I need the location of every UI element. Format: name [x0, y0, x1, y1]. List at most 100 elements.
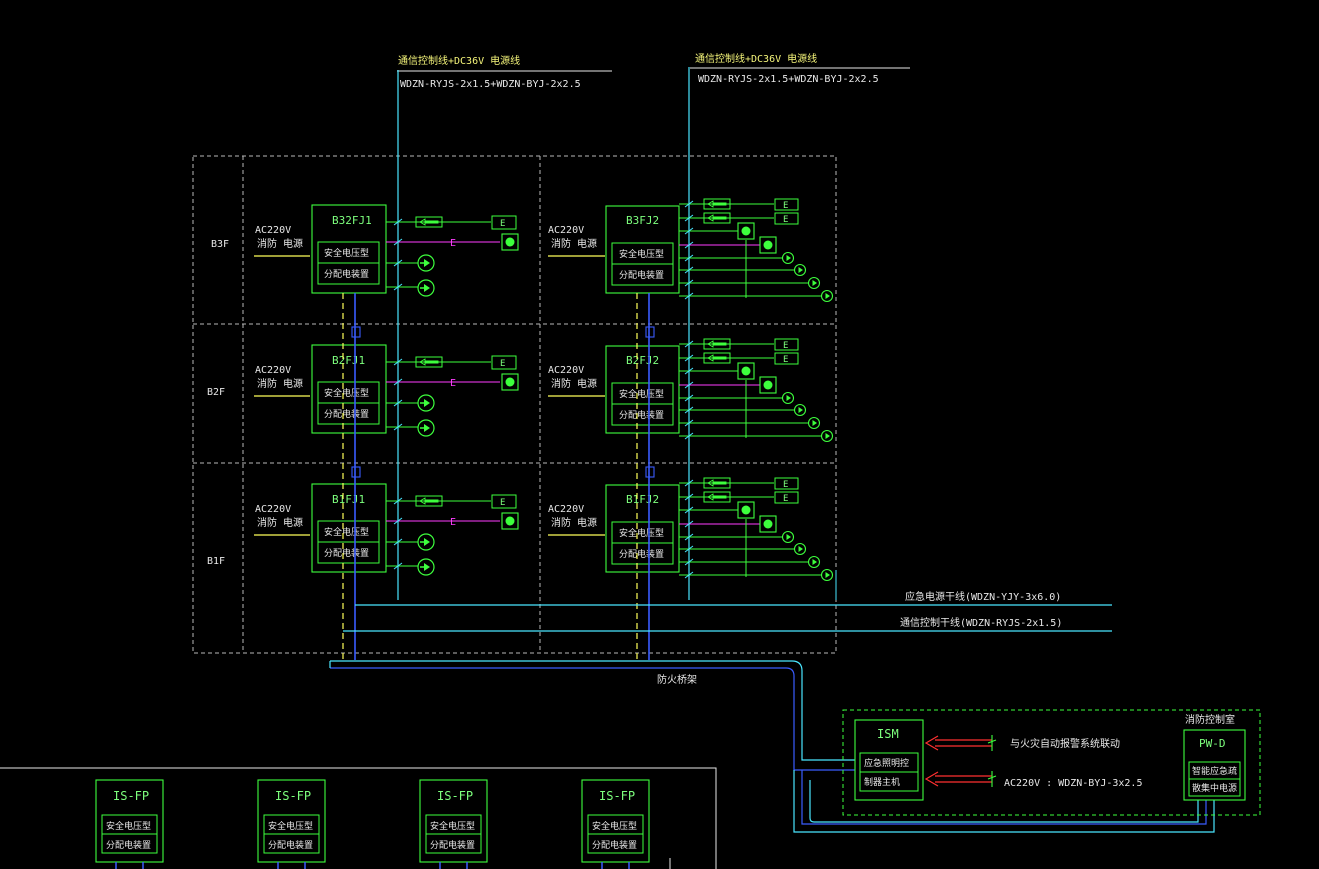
cabinet-frame [605, 345, 680, 434]
riser-slash [684, 200, 694, 208]
ism-name: ISM [877, 727, 899, 741]
isfp-frame [581, 779, 650, 863]
exit-sign-icon [774, 212, 799, 225]
cabinet-slot-1: 安全电压型 [324, 387, 369, 399]
top-cable-1-spec: WDZN-RYJS-2x1.5+WDZN-BYJ-2x2.5 [400, 79, 581, 90]
cabinet-slot-1: 安全电压型 [619, 248, 664, 260]
riser-joint [645, 466, 655, 478]
riser-slash [684, 227, 694, 235]
riser-slash [684, 545, 694, 553]
supply-text: AC220V : WDZN-BYJ-3x2.5 [1004, 778, 1142, 789]
cabinet-frame [605, 205, 680, 294]
isfp-row1: 安全电压型 [430, 820, 475, 832]
cabinet-frame [311, 483, 387, 573]
cabinet-name: B2FJ2 [626, 354, 659, 367]
trunk-lines: 应急电源干线(WDZN-YJY-3x6.0) 通信控制干线(WDZN-RYJS-… [343, 590, 1112, 632]
riser-slash [684, 254, 694, 262]
riser-slash [393, 378, 403, 386]
top-cable-1-title: 通信控制线+DC36V 电源线 [398, 54, 520, 67]
exit-sign-label: E [783, 201, 788, 211]
cabinet-name: B32FJ1 [332, 214, 372, 227]
riser-slash [393, 423, 403, 431]
tray-label: 防火桥架 [657, 673, 697, 686]
exit-sign-icon [491, 215, 517, 230]
isfp-row2: 分配电装置 [592, 839, 637, 851]
emergency-lamp-icon [781, 391, 795, 405]
power-label-line2: 消防 电源 [551, 237, 597, 250]
square-lamp-icon [759, 376, 777, 394]
emergency-lamp-icon [417, 419, 435, 437]
ism-host[interactable]: ISM 应急照明控 制器主机 [854, 719, 924, 801]
exit-sign-icon [491, 355, 517, 370]
pwd-power[interactable]: PW-D 智能应急疏 散集中电源 [1183, 729, 1246, 801]
exit-sign-label: E [783, 341, 788, 351]
emergency-lamp-icon [820, 568, 834, 582]
control-room-title: 消防控制室 [1185, 713, 1235, 726]
exit-sign-label: E [500, 359, 505, 369]
cabinet-frame [311, 204, 387, 294]
square-lamp-icon [737, 362, 755, 380]
exit-sign-label: E [783, 480, 788, 490]
riser-slash [393, 358, 403, 366]
riser-slash [684, 340, 694, 348]
emergency-lamp-icon [417, 533, 435, 551]
square-lamp-icon [501, 373, 519, 391]
isfp-frame [419, 779, 488, 863]
riser-joint [645, 326, 655, 338]
riser-slash [393, 497, 403, 505]
riser-slash [393, 399, 403, 407]
emergency-lamp-icon [807, 416, 821, 430]
isfp-row1: 安全电压型 [268, 820, 313, 832]
emergency-lamp-icon [793, 403, 807, 417]
emergency-lamp-icon [417, 558, 435, 576]
power-label-line2: 消防 电源 [257, 377, 303, 390]
riser-slash [684, 506, 694, 514]
exit-sign-icon [491, 494, 517, 509]
cabinet-slot-1: 安全电压型 [324, 526, 369, 538]
riser-slash [684, 381, 694, 389]
power-label-line1: AC220V [548, 365, 584, 376]
floor-grid [192, 155, 837, 654]
square-lamp-icon [759, 515, 777, 533]
power-label-line2: 消防 电源 [551, 377, 597, 390]
exit-sign-icon [774, 491, 799, 504]
square-lamp-icon [737, 222, 755, 240]
riser-slash [684, 354, 694, 362]
isfp-name: IS-FP [113, 789, 149, 803]
exit-sign-label: E [500, 498, 505, 508]
cabinet-name: B3FJ2 [626, 214, 659, 227]
riser-slash [684, 367, 694, 375]
exit-sign-label: E [783, 215, 788, 225]
power-label-line2: 消防 电源 [257, 516, 303, 529]
power-label-line2: 消防 电源 [257, 237, 303, 250]
emergency-lamp-icon [417, 394, 435, 412]
riser-slash [684, 279, 694, 287]
riser-slash [684, 558, 694, 566]
branch-label: E [450, 378, 456, 389]
exit-sign-icon [774, 198, 799, 211]
floor-label-b3f: B3F [211, 239, 229, 250]
cable-tray: 防火桥架 [329, 660, 1215, 833]
exit-sign-label: E [783, 494, 788, 504]
riser-slash [684, 292, 694, 300]
riser-slash [684, 479, 694, 487]
exit-sign-label: E [783, 355, 788, 365]
power-label-line1: AC220V [548, 225, 584, 236]
top-cable-2: 通信控制线+DC36V 电源线 WDZN-RYJS-2x1.5+WDZN-BYJ… [690, 52, 910, 85]
power-label-line2: 消防 电源 [551, 516, 597, 529]
emergency-lamp-icon [820, 289, 834, 303]
emergency-lamp-icon [820, 429, 834, 443]
